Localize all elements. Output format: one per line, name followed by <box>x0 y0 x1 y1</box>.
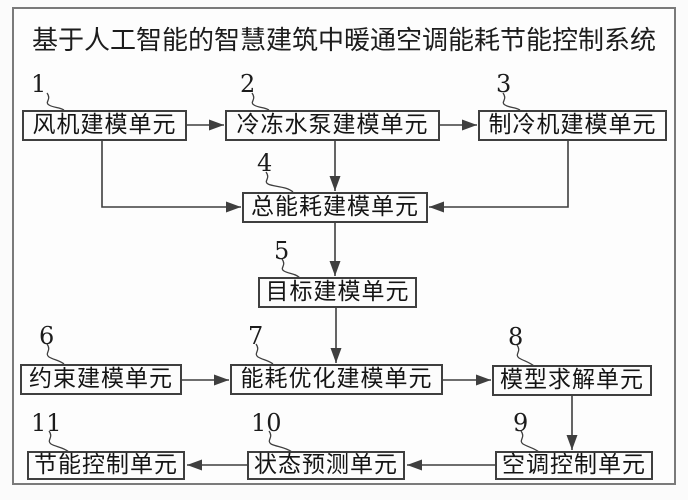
energy-optimization-modeling-unit-box: 能耗优化建模单元 <box>230 364 443 395</box>
chiller-modeling-unit-box: 制冷机建模单元 <box>478 110 667 141</box>
ref-number-5: 5 <box>274 237 290 265</box>
ac-control-unit-box: 空调控制单元 <box>495 451 653 480</box>
model-solving-unit-box: 模型求解单元 <box>492 365 652 396</box>
chilled-water-pump-modeling-unit-box: 冷冻水泵建模单元 <box>225 110 440 141</box>
ref-number-1: 1 <box>31 70 47 98</box>
ref-number-7: 7 <box>248 322 264 350</box>
diagram-border-frame <box>12 7 676 485</box>
objective-modeling-unit-box: 目标建模单元 <box>258 277 417 308</box>
energy-saving-control-unit-box: 节能控制单元 <box>27 451 185 480</box>
total-energy-modeling-unit-box: 总能耗建模单元 <box>242 192 428 223</box>
ref-number-9: 9 <box>513 409 529 437</box>
ref-number-8: 8 <box>508 323 524 351</box>
ref-number-11: 11 <box>31 409 62 437</box>
diagram-title: 基于人工智能的智慧建筑中暖通空调能耗节能控制系统 <box>31 26 656 56</box>
ref-number-2: 2 <box>240 70 256 98</box>
ref-number-3: 3 <box>496 70 512 98</box>
ref-number-10: 10 <box>251 409 282 437</box>
ref-number-4: 4 <box>257 149 273 177</box>
state-prediction-unit-box: 状态预测单元 <box>247 451 405 480</box>
constraint-modeling-unit-box: 约束建模单元 <box>20 364 182 395</box>
ref-number-6: 6 <box>39 322 55 350</box>
fan-modeling-unit-box: 风机建模单元 <box>22 110 187 141</box>
